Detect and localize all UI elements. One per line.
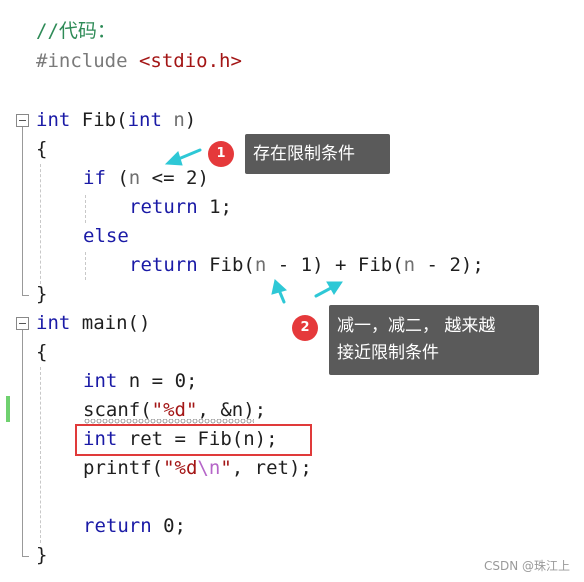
arrow-to-condition-head [164, 151, 183, 166]
code-line-fib-close-brace: } [36, 283, 48, 305]
fold-toggle-fib[interactable] [16, 114, 29, 127]
fold-toggle-main[interactable] [16, 317, 29, 330]
code-line-main-close-brace: } [36, 544, 48, 566]
fold-line-fib [22, 127, 23, 295]
fold-end-fib [22, 295, 29, 296]
code-line-return-1: return 1; [129, 196, 232, 218]
callout-recursion-step: 减一，减二， 越来越 接近限制条件 [329, 305, 539, 375]
code-line-main-open-brace: { [36, 341, 48, 363]
changed-line-marker [6, 396, 10, 422]
code-line-scanf: scanf("%d", &n); [83, 399, 267, 421]
code-line-int-ret: int ret = Fib(n); [83, 428, 278, 450]
code-line-include: #include <stdio.h> [36, 50, 242, 72]
watermark: CSDN @珠江上 [483, 559, 570, 573]
indent-guide-fib [40, 164, 41, 284]
indent-guide-if [85, 195, 86, 223]
code-line-fib-signature: int Fib(int n) [36, 109, 197, 131]
callout-base-case: 存在限制条件 [245, 134, 390, 174]
code-line-int-n: int n = 0; [83, 370, 198, 392]
code-line-return-recursion: return Fib(n - 1) + Fib(n - 2); [129, 254, 484, 276]
annotation-badge-1: 1 [208, 141, 234, 167]
annotation-badge-2: 2 [292, 315, 318, 341]
highlight-box-fib-call [75, 424, 312, 456]
callout-recursion-step-line1: 减一，减二， 越来越 [337, 316, 496, 336]
code-line-printf: printf("%d\n", ret); [83, 457, 312, 479]
fold-end-main [22, 556, 29, 557]
indent-guide-else [85, 252, 86, 280]
arrow-to-minus-2 [314, 286, 333, 298]
scanf-warning-squiggle [84, 419, 254, 424]
code-line-if: if (n <= 2) [83, 167, 209, 189]
fold-line-main [22, 330, 23, 556]
arrow-to-minus-1-head [271, 279, 288, 295]
arrow-to-minus-2-head [326, 281, 343, 295]
code-line-return-0: return 0; [83, 515, 186, 537]
code-line-comment: //代码： [36, 20, 116, 42]
code-line-main-signature: int main() [36, 312, 151, 334]
indent-guide-main [40, 367, 41, 543]
callout-recursion-step-line2: 接近限制条件 [337, 343, 439, 363]
code-line-fib-open-brace: { [36, 138, 48, 160]
callout-base-case-text: 存在限制条件 [253, 144, 355, 164]
code-line-else: else [83, 225, 129, 247]
